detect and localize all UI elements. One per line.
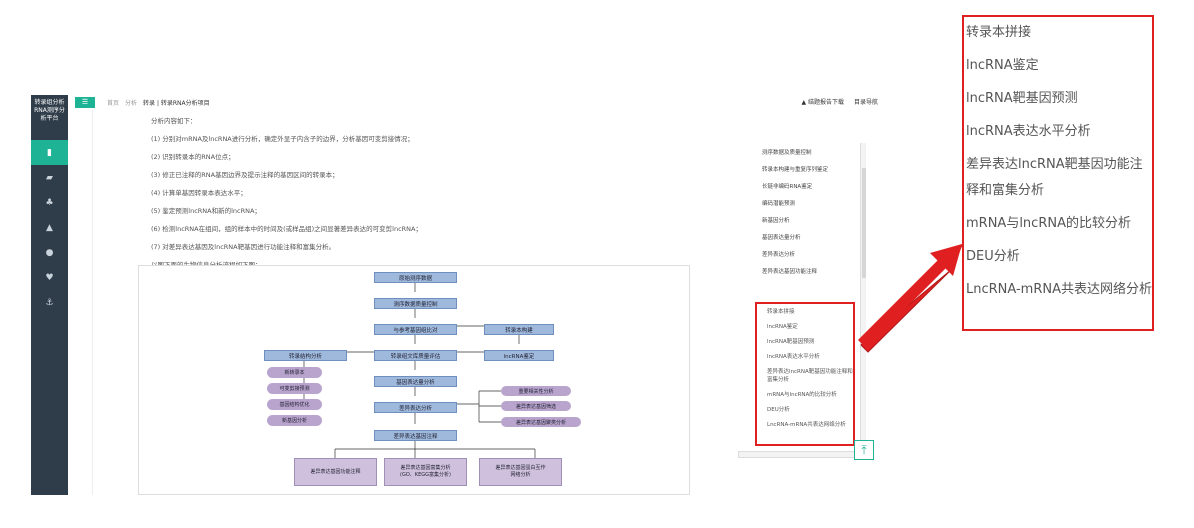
flow-pill: 基因结构优化 bbox=[267, 399, 322, 410]
sidebar-nav: ▮ ▰ ♣ ▲ ● ♥ ⚓ bbox=[31, 140, 68, 315]
flow-result: 差异表达基因蛋白互作 网络分析 bbox=[479, 458, 562, 486]
tree-icon[interactable]: ♣ bbox=[45, 197, 54, 208]
top-toolbar: ☰ 首页 分析 转录 | 转录RNA分析项目 ▲ 结题报告下载 目录导航 bbox=[75, 95, 890, 109]
zoom-item: mRNA与lncRNA的比较分析 bbox=[966, 216, 1131, 231]
content-line: (3) 修正已注释的RNA基因边界及提示注释的基因区间的转录本； bbox=[151, 171, 339, 179]
flow-step-assembly: 转录本构建 bbox=[484, 324, 554, 335]
toc-highlight-item[interactable]: lncRNA鉴定 bbox=[767, 324, 798, 330]
workflow-diagram: 原始测序数据 测序数据质量控制 与参考基因组比对 转录本构建 转录组文库质量评估… bbox=[138, 265, 690, 495]
flow-step-annotation: 差异表达基因注释 bbox=[374, 430, 457, 441]
bell-icon[interactable]: ▲ bbox=[46, 222, 53, 233]
zoom-item: DEU分析 bbox=[966, 249, 1020, 264]
heart-icon[interactable]: ♥ bbox=[45, 272, 54, 283]
back-to-top-button[interactable]: ⤒ bbox=[854, 440, 874, 460]
menu-button[interactable]: ☰ bbox=[75, 96, 95, 108]
flow-step-structure: 转录结构分析 bbox=[264, 350, 347, 361]
toc-item[interactable]: 基因表达量分析 bbox=[762, 235, 801, 241]
flow-result: 差异表达基因功能注释 bbox=[294, 458, 377, 486]
flow-step-library-qc: 转录组文库质量评估 bbox=[374, 350, 457, 361]
flow-side-result: 差异表达基因聚类分析 bbox=[501, 417, 581, 427]
flow-pill: 可变剪接预测 bbox=[267, 383, 322, 394]
content-line: (7) 对差异表达基因及lncRNA靶基因进行功能注释和富集分析。 bbox=[151, 243, 336, 251]
toc-highlight-box: 转录本拼接 lncRNA鉴定 lncRNA靶基因预测 lncRNA表达水平分析 … bbox=[755, 302, 855, 446]
zoom-item: 差异表达lncRNA靶基因功能注释和富集分析 bbox=[966, 157, 1143, 198]
breadcrumb-current: 转录 | 转录RNA分析项目 bbox=[143, 99, 210, 107]
toc-highlight-item[interactable]: DEU分析 bbox=[767, 407, 790, 413]
toc-nav-button[interactable]: 目录导航 bbox=[853, 99, 878, 106]
flow-step-expression: 基因表达量分析 bbox=[374, 376, 457, 387]
flow-step-lncrna-id: lncRNA鉴定 bbox=[484, 350, 554, 361]
workflow-connectors bbox=[303, 283, 536, 458]
toc-item[interactable]: 测序数据及质量控制 bbox=[762, 150, 812, 156]
toc-highlight-item[interactable]: lncRNA靶基因预测 bbox=[767, 339, 815, 345]
toc-highlight-item[interactable]: 转录本拼接 bbox=[767, 309, 795, 315]
zoom-item: lncRNA鉴定 bbox=[966, 58, 1039, 73]
content-line: (5) 鉴定预测lncRNA和新的lncRNA； bbox=[151, 207, 261, 215]
toc-highlight-item[interactable]: 差异表达lncRNA靶基因功能注释和富集分析 bbox=[767, 369, 853, 383]
zoom-item: LncRNA-mRNA共表达网络分析 bbox=[966, 282, 1152, 297]
circle-icon[interactable]: ● bbox=[45, 247, 54, 258]
flow-pill: 新基因分析 bbox=[267, 415, 322, 426]
chart-icon[interactable]: ▰ bbox=[46, 172, 53, 183]
flow-result: 差异表达基因富集分析 (GO、KEGG富集分析) bbox=[384, 458, 467, 486]
toc-item[interactable]: 转录本构建与重复序列鉴定 bbox=[762, 167, 829, 173]
bookmark-icon[interactable]: ▮ bbox=[31, 140, 68, 165]
toc-panel: 测序数据及质量控制 转录本构建与重复序列鉴定 长链非编码RNA鉴定 编码潜能预测… bbox=[762, 143, 862, 461]
toc-item[interactable]: 编码潜能预测 bbox=[762, 201, 796, 207]
anchor-icon[interactable]: ⚓ bbox=[45, 297, 54, 308]
flow-side-result: 重要相关性分析 bbox=[501, 386, 571, 396]
zoom-item: 转录本拼接 bbox=[966, 25, 1032, 40]
zoom-item: lncRNA表达水平分析 bbox=[966, 124, 1091, 139]
flow-pill: 新转录本 bbox=[267, 367, 322, 378]
flow-step-diff-expr: 差异表达分析 bbox=[374, 402, 457, 413]
zoom-item: lncRNA靶基因预测 bbox=[966, 91, 1078, 106]
scroll-thumb[interactable] bbox=[862, 168, 866, 278]
flow-step-qc: 测序数据质量控制 bbox=[374, 298, 457, 309]
breadcrumb-home[interactable]: 首页 bbox=[107, 99, 120, 107]
download-report-button[interactable]: ▲ 结题报告下载 bbox=[801, 99, 844, 106]
toc-vertical-scrollbar[interactable] bbox=[860, 143, 866, 458]
content-line: 分析内容如下： bbox=[151, 117, 197, 125]
toc-item[interactable]: 差异表达基因功能注释 bbox=[762, 269, 818, 275]
toc-item[interactable]: 差异表达分析 bbox=[762, 252, 796, 258]
flow-side-result: 差异表达基因筛选 bbox=[501, 401, 571, 411]
toc-item[interactable]: 长链非编码RNA鉴定 bbox=[762, 184, 813, 190]
content-line: (2) 识别转录本的RNA位点； bbox=[151, 153, 235, 161]
flow-step-alignment: 与参考基因组比对 bbox=[374, 324, 457, 335]
toc-highlight-item[interactable]: mRNA与lncRNA的比较分析 bbox=[767, 392, 837, 398]
zoom-callout: 转录本拼接 lncRNA鉴定 lncRNA靶基因预测 lncRNA表达水平分析 … bbox=[962, 15, 1154, 331]
content-line: (6) 检测lncRNA在组间，组的样本中的时间及(或样品组)之间显著差异表达的… bbox=[151, 225, 422, 233]
main-content: 分析内容如下： (1) 分别对mRNA及lncRNA进行分析，确定外显子内含子的… bbox=[92, 110, 890, 495]
flow-step-raw-data: 原始测序数据 bbox=[374, 272, 457, 283]
toc-highlight-item[interactable]: lncRNA表达水平分析 bbox=[767, 354, 820, 360]
content-line: (4) 计算单基因转录本表达水平； bbox=[151, 189, 247, 197]
toc-item[interactable]: 新基因分析 bbox=[762, 218, 790, 224]
toc-highlight-item[interactable]: LncRNA-mRNA共表达网络分析 bbox=[767, 422, 846, 428]
breadcrumb-analysis[interactable]: 分析 bbox=[125, 99, 138, 107]
content-line: (1) 分别对mRNA及lncRNA进行分析，确定外显子内含子的边界，分析基因可… bbox=[151, 135, 414, 143]
arrow-up-icon: ⤒ bbox=[861, 442, 867, 457]
toolbar-actions: ▲ 结题报告下载 目录导航 bbox=[801, 97, 878, 106]
